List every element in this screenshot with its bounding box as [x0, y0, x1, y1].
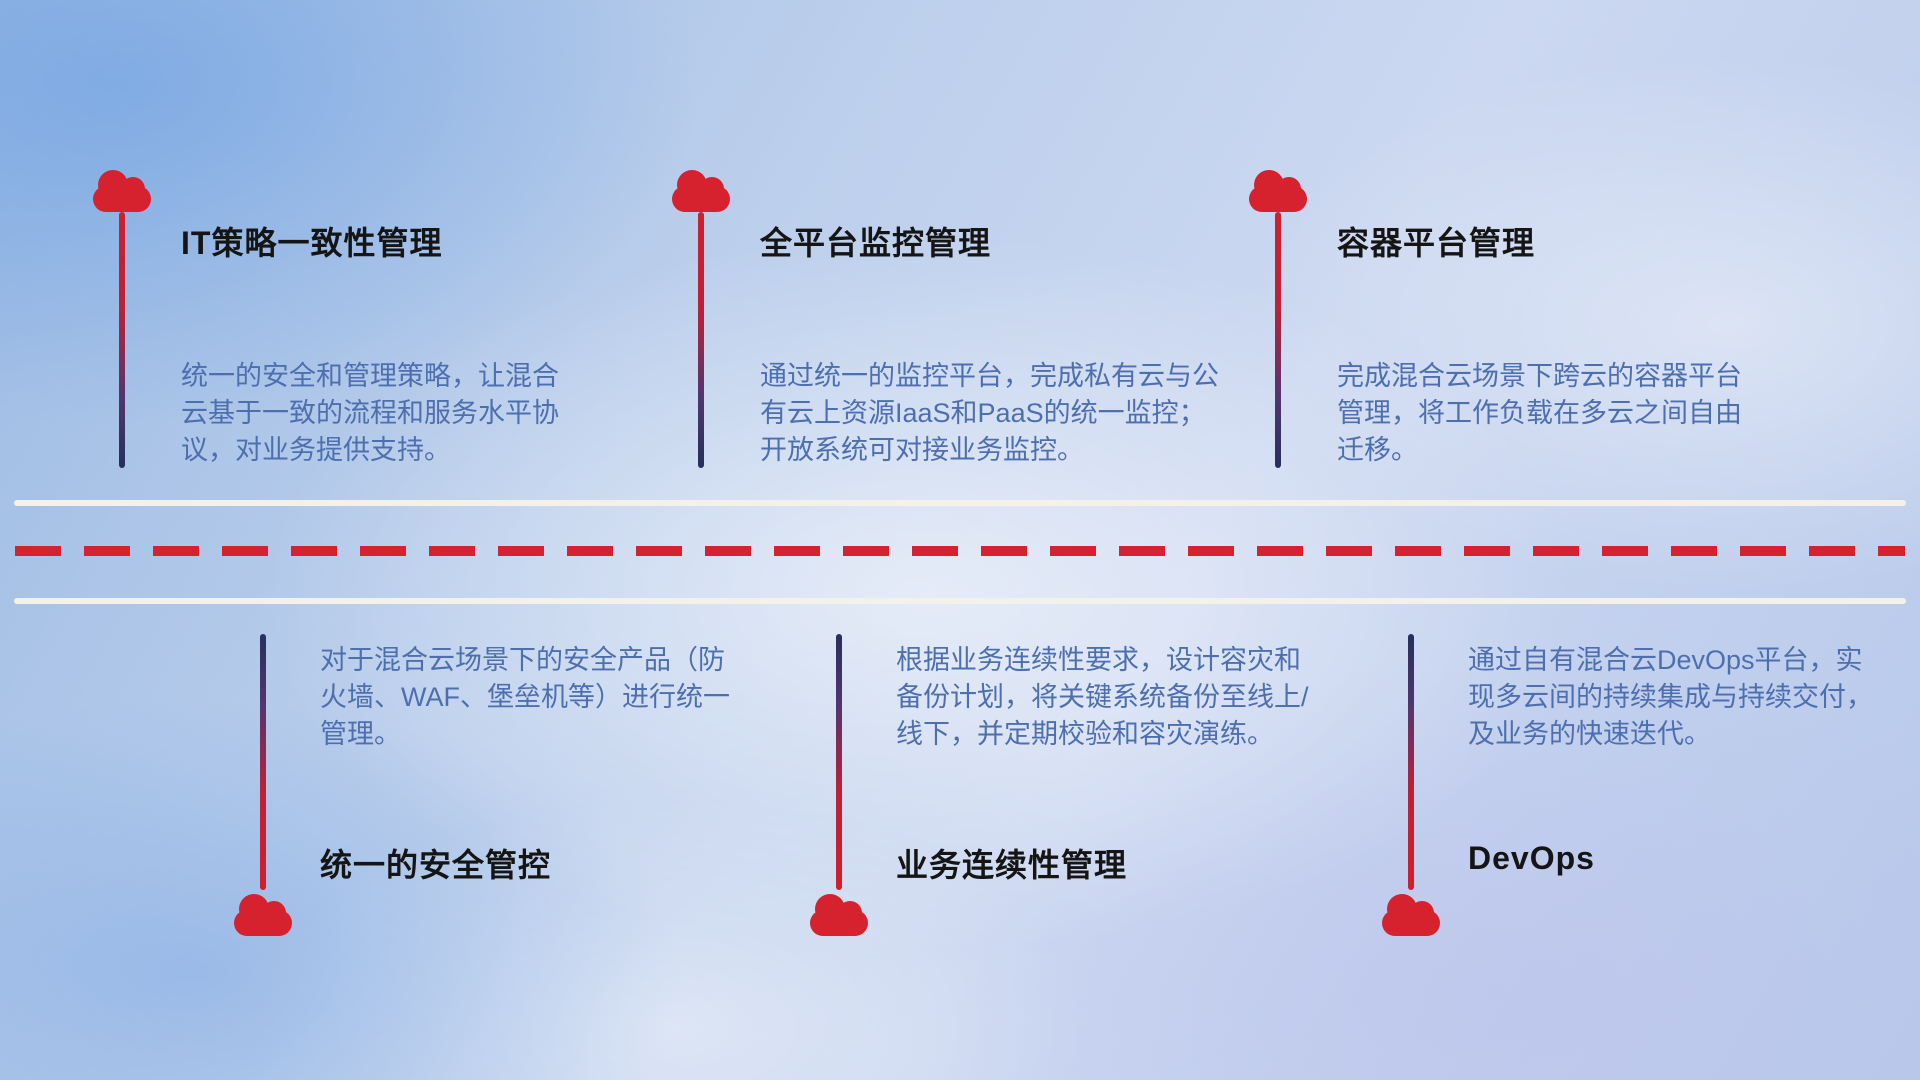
feature-card-monitoring: 全平台监控管理 通过统一的监控平台，完成私有云与公有云上资源IaaS和PaaS的…: [668, 166, 1228, 586]
feature-description: 根据业务连续性要求，设计容灾和备份计划，将关键系统备份至线上/线下，并定期校验和…: [896, 645, 1309, 749]
feature-card-business-continuity: 根据业务连续性要求，设计容灾和备份计划，将关键系统备份至线上/线下，并定期校验和…: [806, 634, 1366, 1054]
feature-description: 对于混合云场景下的安全产品（防火墙、WAF、堡垒机等）进行统一管理。: [320, 645, 730, 749]
feature-card-it-policy: IT策略一致性管理 统一的安全和管理策略，让混合云基于一致的流程和服务水平协议，…: [89, 166, 649, 586]
feature-title: 全平台监控管理: [760, 225, 992, 261]
feature-title: DevOps: [1468, 840, 1595, 876]
connector-line: [836, 634, 842, 890]
cloud-icon: [234, 894, 292, 936]
road-line-bottom: [14, 598, 1906, 604]
connector-line: [260, 634, 266, 890]
connector-line: [1408, 634, 1414, 890]
connector-line: [698, 212, 704, 468]
feature-description: 统一的安全和管理策略，让混合云基于一致的流程和服务水平协议，对业务提供支持。: [181, 361, 559, 465]
feature-title: 业务连续性管理: [896, 847, 1128, 883]
feature-description: 通过自有混合云DevOps平台，实现多云间的持续集成与持续交付，及业务的快速迭代…: [1468, 645, 1873, 749]
feature-card-security: 对于混合云场景下的安全产品（防火墙、WAF、堡垒机等）进行统一管理。 统一的安全…: [230, 634, 790, 1054]
cloud-icon: [672, 170, 730, 212]
cloud-icon: [1249, 170, 1307, 212]
feature-title: 统一的安全管控: [320, 847, 552, 883]
cloud-icon: [810, 894, 868, 936]
cloud-icon: [1382, 894, 1440, 936]
road-dashed-line: [15, 546, 1905, 556]
feature-title: IT策略一致性管理: [181, 225, 443, 261]
feature-description: 完成混合云场景下跨云的容器平台管理，将工作负载在多云之间自由迁移。: [1337, 361, 1742, 465]
feature-description: 通过统一的监控平台，完成私有云与公有云上资源IaaS和PaaS的统一监控；开放系…: [760, 361, 1219, 465]
connector-line: [119, 212, 125, 468]
feature-title: 容器平台管理: [1337, 225, 1536, 261]
feature-card-container-platform: 容器平台管理 完成混合云场景下跨云的容器平台管理，将工作负载在多云之间自由迁移。: [1245, 166, 1805, 586]
connector-line: [1275, 212, 1281, 468]
cloud-icon: [93, 170, 151, 212]
road-line-top: [14, 500, 1906, 506]
feature-card-devops: 通过自有混合云DevOps平台，实现多云间的持续集成与持续交付，及业务的快速迭代…: [1378, 634, 1920, 1054]
